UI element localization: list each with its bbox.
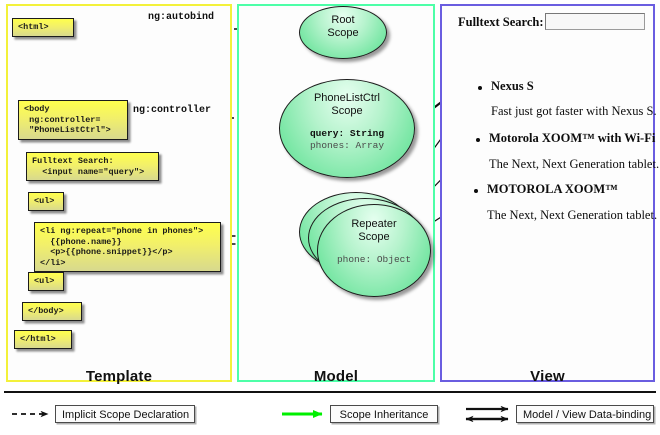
code-box-body-open: <body ng:controller= "PhoneListCtrl"> — [18, 100, 128, 140]
panel-template-label: Template — [85, 368, 153, 385]
code-box-ul-open: <ul> — [28, 192, 64, 211]
edge-label-ng-autobind: ng:autobind — [148, 12, 215, 23]
scope-phonelistctrl-title-1: PhoneListCtrl — [313, 92, 381, 104]
fulltext-search-input[interactable] — [545, 13, 645, 30]
panel-view: View — [440, 4, 655, 385]
panel-model: Model — [237, 4, 435, 385]
fulltext-search-label: Fulltext Search: — [458, 15, 544, 29]
view-item-snippet: Fast just got faster with Nexus S. — [491, 104, 657, 118]
scope-repeater-field-phone: phone: Object — [336, 254, 412, 265]
scope-root-title-2: Scope — [327, 27, 359, 39]
view-bullet-icon — [476, 138, 480, 142]
legend-marker-double-arrow — [465, 405, 509, 423]
view-item-name: MOTOROLA XOOM™ — [487, 182, 618, 196]
code-box-body-close: </body> — [22, 302, 82, 321]
scope-repeater-title-2: Scope — [358, 231, 390, 243]
view-item-name: Motorola XOOM™ with Wi-Fi — [489, 131, 656, 145]
scope-phonelistctrl-field-query: query: String — [309, 128, 385, 139]
code-box-html-open: <html> — [12, 18, 74, 37]
view-bullet-icon — [474, 189, 478, 193]
legend-divider — [4, 391, 656, 393]
scope-repeater: Repeater Scope phone: Object — [317, 204, 431, 297]
scope-root: Root Scope — [299, 6, 387, 59]
code-box-li-repeat: <li ng:repeat="phone in phones"> {{phone… — [34, 222, 221, 272]
view-item-snippet: The Next, Next Generation tablet. — [489, 157, 660, 171]
scope-phonelistctrl: PhoneListCtrl Scope query: String phones… — [279, 79, 415, 178]
legend-item-scope-inheritance: Scope Inheritance — [330, 405, 438, 423]
scope-repeater-title-1: Repeater — [351, 218, 397, 230]
view-bullet-icon — [478, 86, 482, 90]
view-item-name: Nexus S — [491, 79, 534, 93]
code-box-search: Fulltext Search: <input name="query"> — [26, 152, 159, 181]
panel-view-label: View — [530, 368, 565, 385]
code-box-html-close: </html> — [14, 330, 72, 349]
panel-model-label: Model — [313, 368, 359, 385]
legend-item-model-view-data-binding: Model / View Data-binding — [516, 405, 654, 423]
legend-item-implicit-scope-declaration: Implicit Scope Declaration — [55, 405, 195, 423]
scope-phonelistctrl-field-phones: phones: Array — [309, 139, 385, 151]
code-box-ul-close: <ul> — [28, 272, 64, 291]
edge-label-ng-controller: ng:controller — [133, 105, 212, 116]
scope-phonelistctrl-title-2: Scope — [331, 105, 363, 117]
scope-root-title-1: Root — [331, 14, 355, 26]
view-item-snippet: The Next, Next Generation tablet. — [487, 208, 658, 222]
